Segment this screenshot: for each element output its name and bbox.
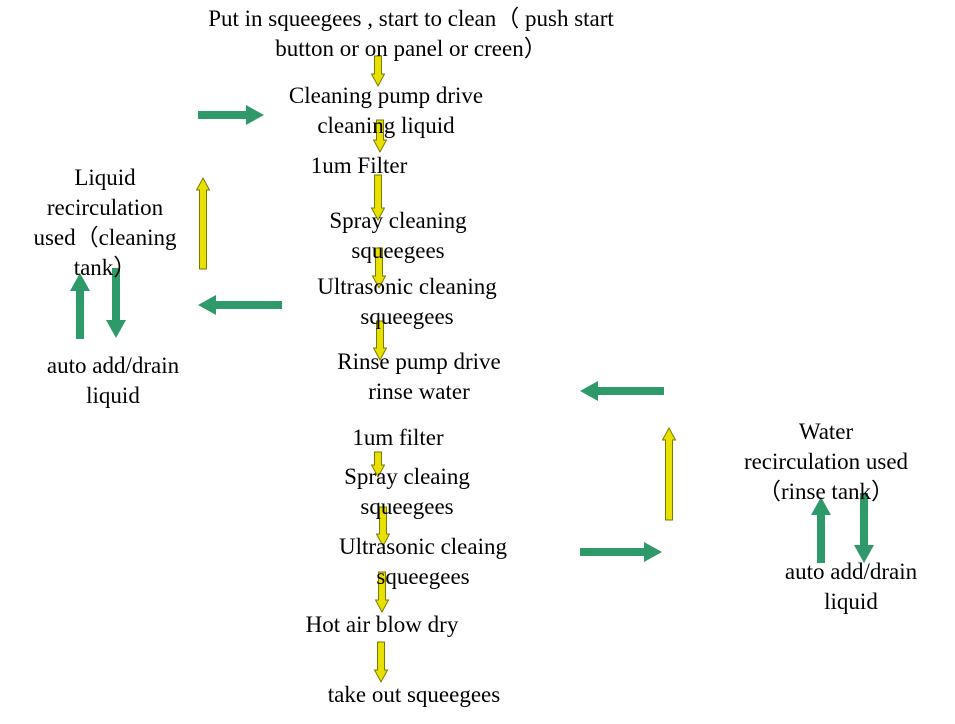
loop-arrow-left-up (70, 273, 90, 339)
hot-air-dry-step: Hot air blow dry (305, 612, 459, 637)
loop-arrow-to-rinse-tank (580, 542, 662, 562)
flow-arrow-right-up (661, 426, 677, 521)
filter-step-2: 1um filter (352, 425, 444, 450)
flow-arrow-6 (370, 451, 386, 479)
flow-arrow-3 (370, 174, 386, 222)
rinse-pump-step: Rinse pump drive rinse water (337, 349, 501, 404)
flow-arrow-2 (372, 119, 388, 154)
ultrasonic-cleaning-step: Ultrasonic cleaning squeegees (317, 274, 497, 329)
flow-arrow-7 (375, 506, 391, 548)
take-out-step: take out squeegees (327, 682, 501, 707)
flow-arrow-1 (370, 55, 386, 88)
cleaning-tank-label: Liquid recirculation used（cleaning tank） (33, 165, 177, 280)
start-step: Put in squeegees , start to clean（ push … (208, 6, 614, 61)
right-auto-add-drain-label: auto add/drain liquid (784, 559, 918, 614)
flow-arrow-4 (371, 247, 387, 290)
flow-arrow-left-up (195, 176, 211, 270)
flow-arrow-8 (374, 571, 390, 614)
loop-arrow-into-pump (198, 105, 264, 125)
loop-arrow-right-up (811, 497, 831, 563)
loop-arrow-left-down (106, 268, 126, 338)
spray-cleaing-step: Spray cleaing squeegees (344, 464, 470, 519)
loop-arrow-right-down (854, 493, 874, 563)
rinse-tank-label: Water recirculation used （rinse tank） (743, 419, 909, 504)
left-auto-add-drain-label: auto add/drain liquid (46, 353, 180, 408)
loop-arrow-into-rinse (580, 381, 664, 401)
cleaning-pump-step: Cleaning pump drive cleaning liquid (288, 83, 484, 138)
flow-arrow-5 (372, 320, 388, 362)
ultrasonic-cleaing-step: Ultrasonic cleaing squeegees (339, 534, 507, 589)
spray-cleaning-step: Spray cleaning squeegees (329, 208, 467, 263)
flow-arrow-9 (373, 641, 389, 684)
loop-arrow-to-cleaning-tank (198, 295, 282, 315)
filter-step-1: 1um Filter (310, 153, 408, 178)
